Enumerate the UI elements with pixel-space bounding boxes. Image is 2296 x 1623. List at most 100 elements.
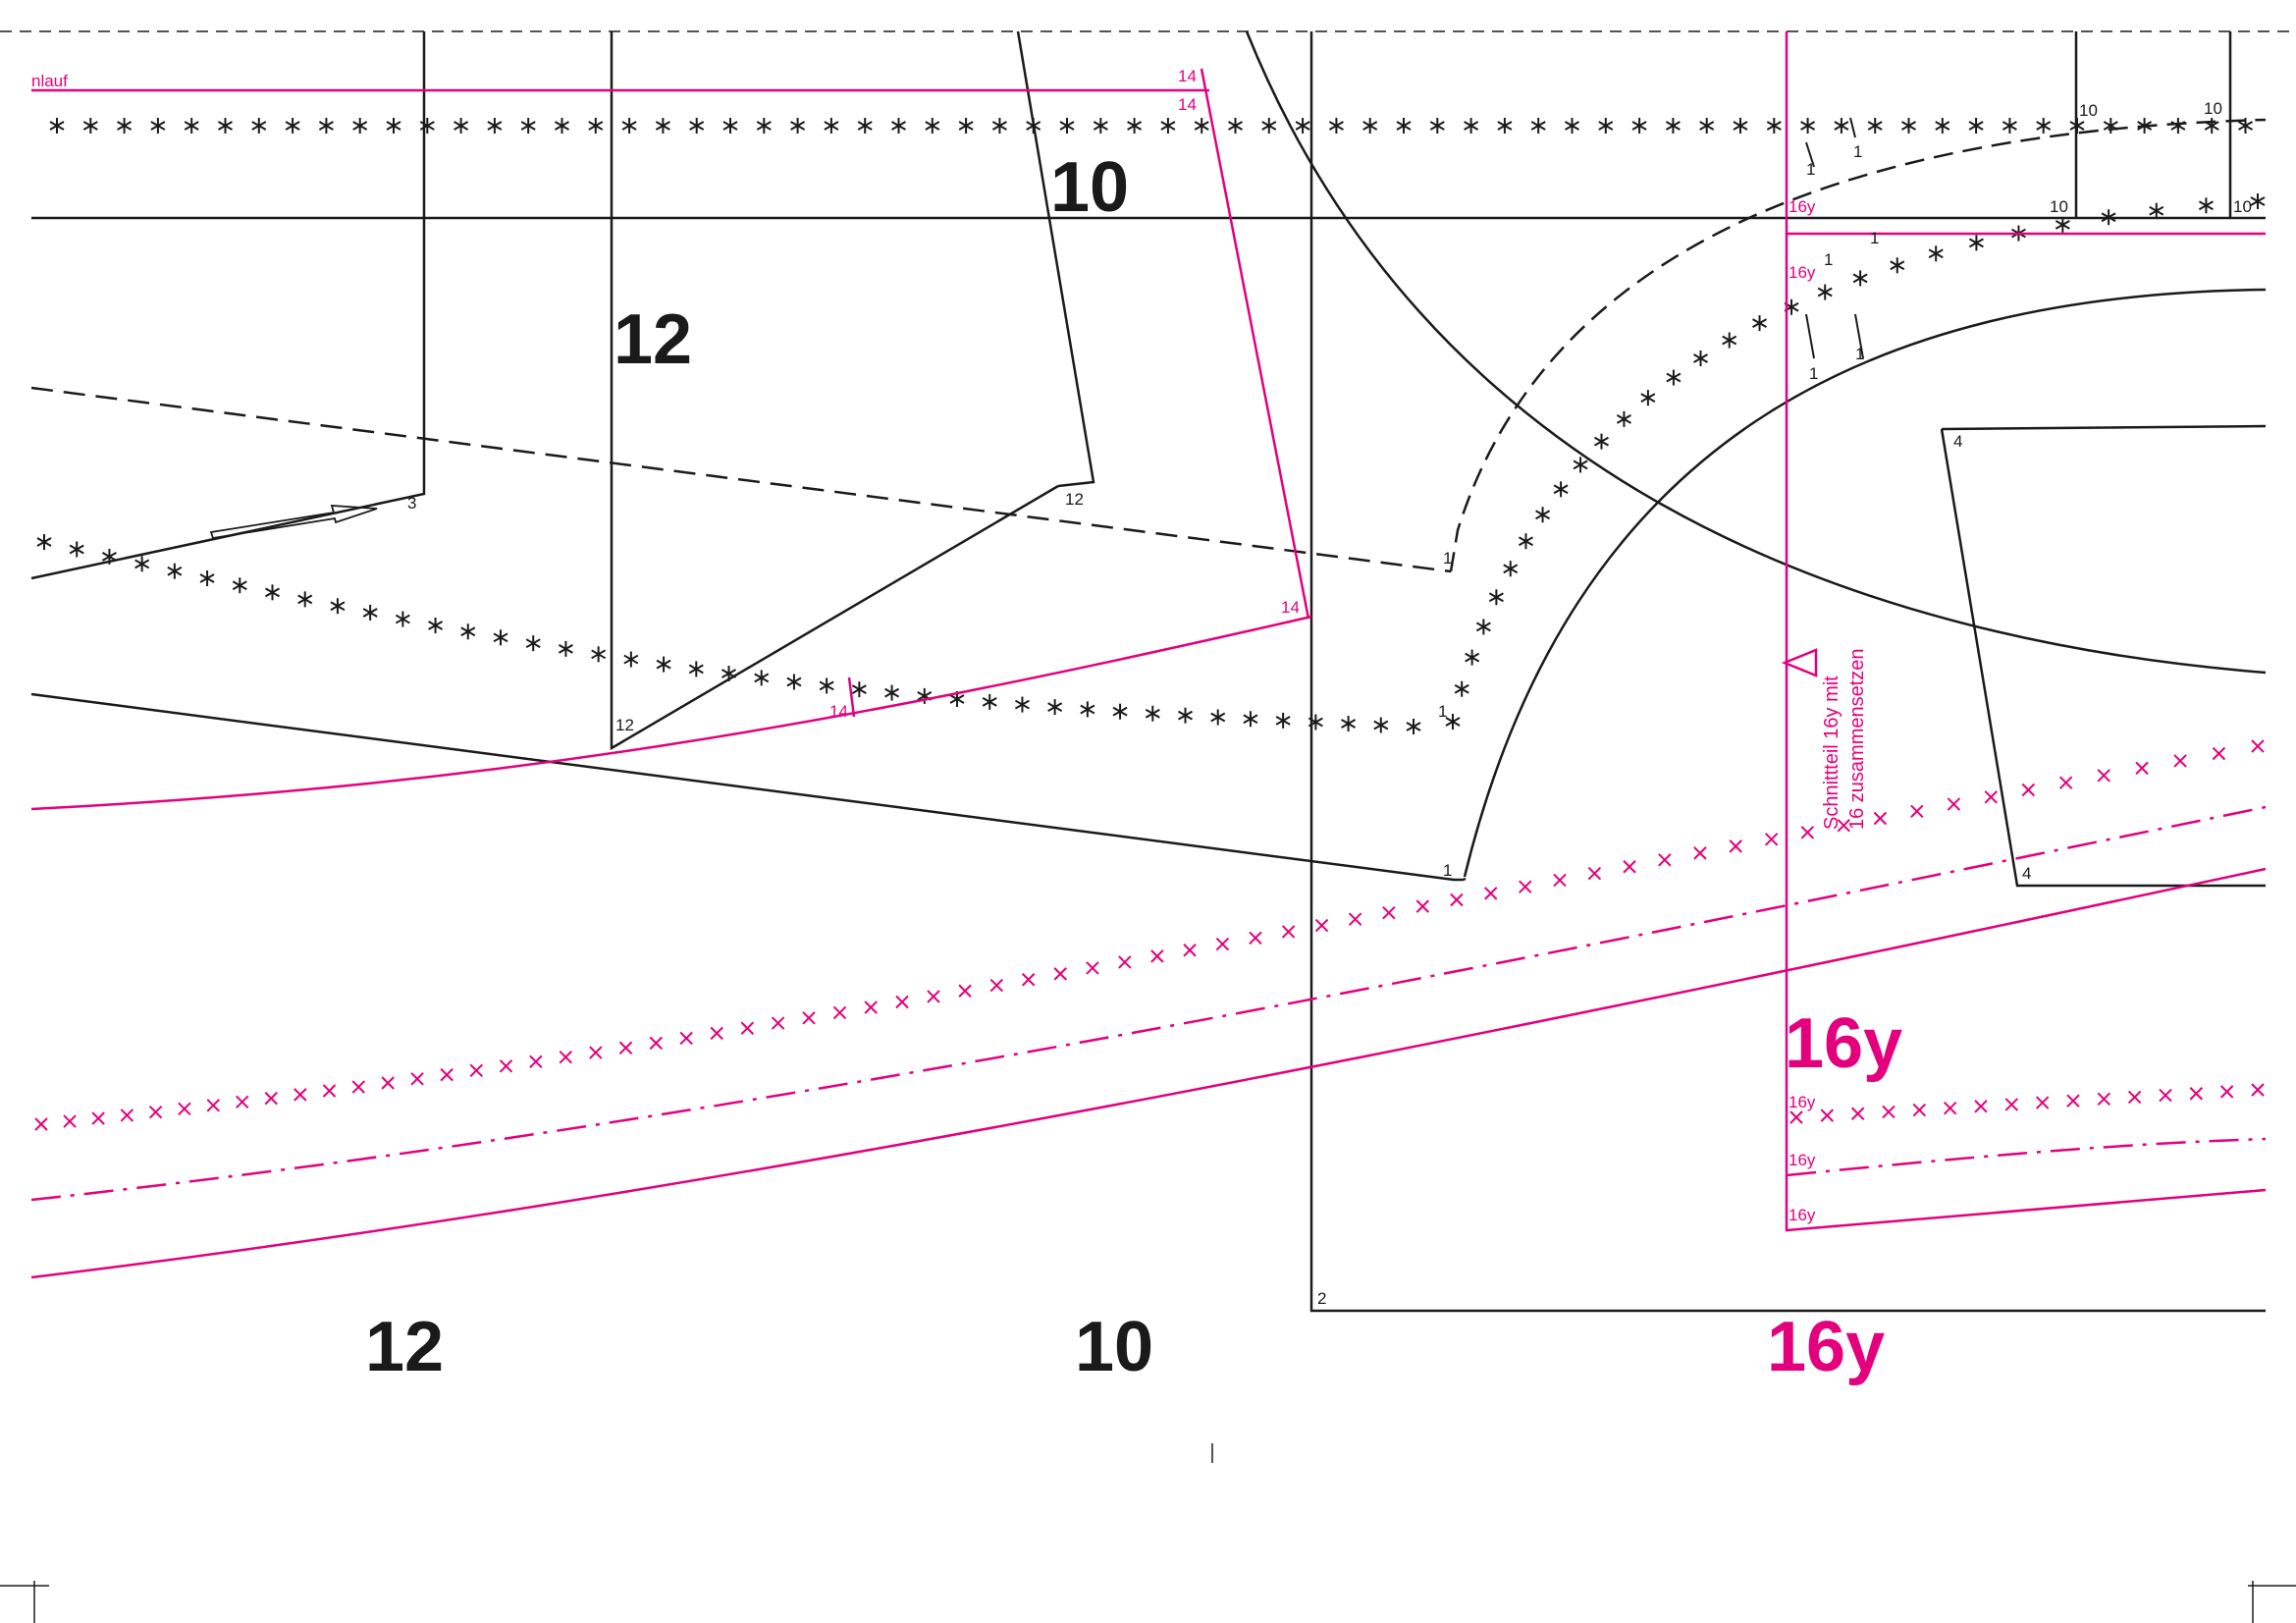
- cross-stitch: [264, 1091, 278, 1106]
- svg-text:4: 4: [2022, 864, 2031, 883]
- star-stitch: [1752, 315, 1768, 332]
- star-stitch: [49, 118, 65, 134]
- star-stitch: [1406, 719, 1421, 734]
- star-stitch: [2103, 118, 2118, 134]
- star-stitch: [1445, 714, 1461, 730]
- assembly-note-line1: Schnittteil 16y mit: [1821, 676, 1842, 830]
- cross-stitch: [927, 990, 940, 1003]
- cross-stitch: [832, 1005, 847, 1020]
- star-stitch: [1362, 118, 1378, 134]
- star-stitch: [857, 118, 873, 134]
- assembly-note-line2: 16 zusammensetzen: [1846, 648, 1868, 830]
- star-stitch: [591, 646, 607, 663]
- star-stitch: [925, 118, 940, 134]
- star-stitch: [1852, 270, 1868, 287]
- size-markers-black: 3 12 12 1 1 1 2 4 4 10 10 10 10 1 1 1 1 …: [407, 99, 2252, 1308]
- star-stitch: [352, 118, 368, 134]
- cross-stitch: [91, 1111, 105, 1125]
- star-stitch: [2204, 118, 2219, 134]
- star-stitch: [851, 681, 867, 698]
- svg-text:1: 1: [1443, 549, 1452, 568]
- cross-stitch: [322, 1084, 337, 1098]
- cross-stitch: [1382, 905, 1396, 920]
- star-stitch: [1867, 118, 1883, 134]
- star-stitch: [460, 623, 476, 640]
- svg-text:14: 14: [1281, 598, 1300, 617]
- star-stitch: [520, 118, 536, 134]
- star-stitch: [1631, 118, 1647, 134]
- cross-stitch: [1215, 937, 1230, 951]
- star-stitch: [656, 656, 671, 673]
- cross-stitch: [1837, 818, 1850, 833]
- star-stitch: [991, 118, 1007, 134]
- cross-stitch: [178, 1102, 191, 1116]
- cross-stitch: [1249, 931, 1262, 945]
- star-stitch: [1160, 118, 1176, 134]
- star-stitch: [1497, 118, 1513, 134]
- svg-text:14: 14: [1178, 95, 1197, 114]
- cross-stitch: [1882, 1105, 1896, 1119]
- cross-stitch: [1086, 961, 1099, 975]
- star-stitch: [2250, 193, 2266, 209]
- star-stitch: [1059, 118, 1075, 134]
- star-stitch: [2036, 118, 2052, 134]
- star-stitch: [1475, 619, 1491, 635]
- svg-text:4: 4: [1953, 432, 1962, 451]
- star-stitch: [218, 118, 233, 134]
- cross-stitch: [1183, 944, 1197, 957]
- star-stitch: [362, 604, 378, 621]
- svg-text:1: 1: [1855, 345, 1864, 363]
- star-stitch: [1573, 457, 1588, 473]
- star-stitch: [1503, 561, 1519, 577]
- star-stitch: [330, 598, 346, 615]
- notch-marks: [1805, 117, 1864, 359]
- cross-stitch: [1943, 1101, 1957, 1115]
- cross-stitch: [1800, 826, 1815, 839]
- star-stitch: [82, 118, 98, 134]
- cross-stitch: [148, 1105, 163, 1119]
- star-stitch: [184, 118, 199, 134]
- grain-arrow-icon: [209, 505, 378, 540]
- magenta-pattern-lines: [30, 31, 2267, 1279]
- star-stitch: [1901, 118, 1916, 134]
- star-stitch: [69, 541, 84, 558]
- size-label-16y-bottom: 16y: [1767, 1308, 1885, 1386]
- svg-text:1: 1: [1438, 702, 1447, 721]
- size-markers-magenta: 14 14 14 14 16y 16y 16y 16y 16y: [829, 67, 1816, 1224]
- star-stitch: [1928, 245, 1944, 262]
- black-pattern-lines: [30, 30, 2267, 1313]
- star-stitch: [167, 563, 183, 579]
- cross-stitch: [1150, 949, 1164, 963]
- cross-stitch: [618, 1041, 633, 1055]
- star-stitch: [395, 611, 410, 627]
- star-stitch: [318, 118, 334, 134]
- cross-stitch: [1910, 804, 1924, 819]
- star-stitch: [1699, 118, 1715, 134]
- cross-stitch: [63, 1114, 77, 1128]
- star-stitch: [688, 661, 704, 677]
- star-stitch: [1800, 118, 1816, 134]
- cross-stitch: [1658, 853, 1672, 867]
- cross-stitch: [529, 1055, 543, 1069]
- star-stitch: [1243, 711, 1258, 728]
- star-stitch: [1666, 369, 1682, 386]
- star-stitch: [1817, 284, 1833, 300]
- cross-stitch: [1693, 846, 1707, 860]
- star-stitch: [621, 118, 637, 134]
- star-stitch: [251, 118, 267, 134]
- star-stitch: [1341, 716, 1357, 732]
- cross-stitch: [1623, 860, 1636, 874]
- star-stitch: [655, 118, 670, 134]
- cross-stitch: [864, 1001, 878, 1014]
- cross-stitch: [351, 1080, 365, 1094]
- svg-text:16y: 16y: [1789, 1093, 1816, 1111]
- cross-stitch: [710, 1026, 723, 1041]
- star-stitch: [1935, 118, 1950, 134]
- star-stitch: [1429, 118, 1445, 134]
- star-stitch: [1275, 712, 1291, 729]
- star-stitch: [1261, 118, 1277, 134]
- star-stitch: [419, 118, 435, 134]
- star-stitch: [1465, 649, 1480, 666]
- cross-stitch: [989, 978, 1004, 993]
